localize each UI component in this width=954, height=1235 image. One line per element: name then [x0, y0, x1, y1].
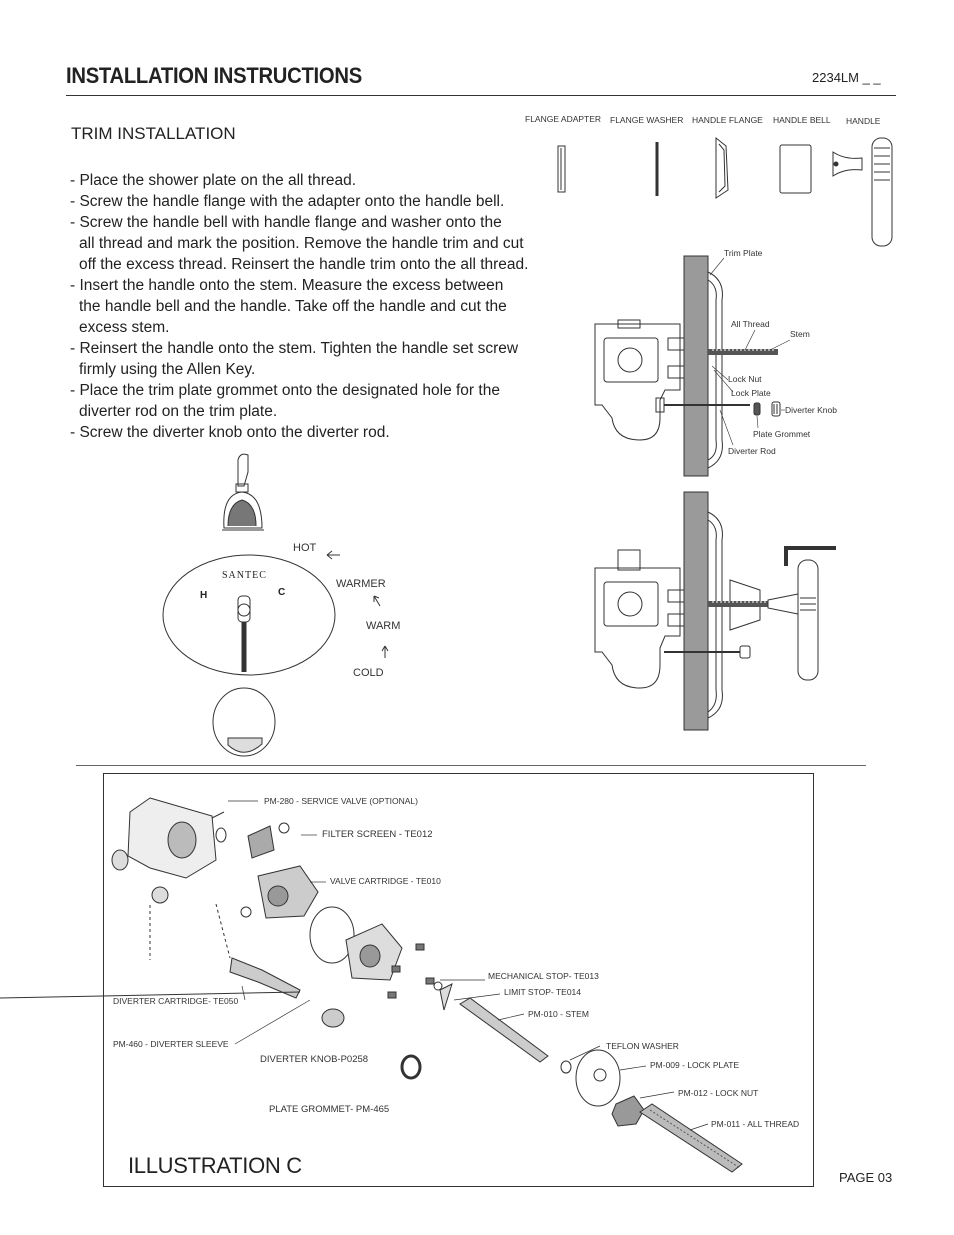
instruction-line: the handle bell and the handle. Take off… — [79, 298, 507, 315]
label-all-thread: PM-011 - ALL THREAD — [711, 1119, 800, 1129]
label-trim-plate: Trim Plate — [724, 248, 763, 258]
section-heading: TRIM INSTALLATION — [71, 124, 236, 143]
all-thread — [639, 1103, 743, 1173]
instruction-line: - Screw the diverter knob onto the diver… — [70, 424, 390, 441]
page-number: PAGE 03 — [839, 1170, 893, 1185]
stops — [433, 981, 453, 1011]
label-lock-nut: PM-012 - LOCK NUT — [678, 1088, 759, 1098]
label-teflon-washer: TEFLON WASHER — [606, 1041, 679, 1051]
flange-adapter-part — [557, 145, 566, 193]
instruction-line: all thread and mark the position. Remove… — [79, 235, 524, 252]
label-handle: HANDLE — [846, 116, 881, 126]
handle-flange-part — [715, 136, 729, 199]
leader-lines — [228, 800, 709, 1131]
page-title: INSTALLATION INSTRUCTIONS — [66, 63, 362, 88]
shower-head — [222, 453, 264, 531]
separator — [76, 765, 866, 766]
label-stem: Stem — [790, 329, 810, 339]
instruction-line: off the excess thread. Reinsert the hand… — [79, 256, 529, 273]
label-limit-stop: LIMIT STOP- TE014 — [504, 987, 582, 997]
plate-grommet — [400, 1054, 422, 1080]
tub-spout — [212, 687, 276, 757]
label-h: H — [200, 590, 208, 601]
label-lock-plate: Lock Plate — [731, 388, 771, 398]
label-lock-nut: Lock Nut — [728, 374, 762, 384]
label-warm: WARM — [366, 620, 401, 632]
label-plate-grommet: PLATE GROMMET- PM-465 — [269, 1104, 390, 1115]
diverter-knob — [321, 1008, 345, 1028]
section-view-1 — [594, 255, 791, 477]
o-ring — [309, 906, 355, 964]
instruction-line: diverter rod on the trim plate. — [79, 403, 278, 420]
label-all-thread: All Thread — [731, 319, 770, 329]
label-diverter-sleeve: PM-460 - DIVERTER SLEEVE — [113, 1039, 229, 1049]
instruction-list: - Place the shower plate on the all thre… — [70, 170, 540, 443]
label-cold: COLD — [353, 667, 384, 679]
valve-body — [111, 797, 227, 904]
label-plate-grommet: Plate Grommet — [753, 429, 811, 439]
instruction-line: - Place the trim plate grommet onto the … — [70, 382, 500, 399]
lock-nut — [611, 1095, 645, 1127]
direction-arrows — [326, 550, 389, 658]
label-flange-washer: FLANGE WASHER — [610, 115, 684, 125]
label-diverter-rod: Diverter Rod — [728, 446, 776, 456]
label-stem: PM-010 - STEM — [528, 1009, 589, 1019]
illustration-title: ILLUSTRATION C — [128, 1153, 302, 1178]
instruction-line: - Reinsert the handle onto the stem. Tig… — [70, 340, 519, 357]
instruction-line: - Insert the handle onto the stem. Measu… — [70, 277, 504, 294]
filter-screen — [247, 822, 290, 859]
label-diverter-knob: DIVERTER KNOB-P0258 — [260, 1054, 369, 1065]
instruction-line: - Place the shower plate on the all thre… — [70, 172, 357, 189]
lock-plate — [575, 1049, 621, 1107]
label-hot: HOT — [293, 542, 317, 554]
label-service-valve: PM-280 - SERVICE VALVE (OPTIONAL) — [264, 796, 418, 806]
section-view-2 — [594, 491, 836, 731]
label-handle-flange: HANDLE FLANGE — [692, 115, 763, 125]
label-mechanical-stop: MECHANICAL STOP- TE013 — [488, 971, 599, 981]
valve-cartridge — [240, 865, 319, 919]
diverter-cartridge — [0, 903, 301, 999]
handle-bell-part — [779, 144, 812, 194]
instruction-line: - Screw the handle bell with handle flan… — [70, 214, 502, 231]
label-flange-adapter: FLANGE ADAPTER — [525, 114, 602, 124]
illustration-box — [103, 773, 814, 1187]
valve-cap — [345, 923, 403, 981]
label-filter-screen: FILTER SCREEN - TE012 — [322, 829, 433, 840]
instruction-line: firmly using the Allen Key. — [79, 361, 256, 378]
brand-logo: SANTEC — [222, 570, 267, 581]
label-lock-plate: PM-009 - LOCK PLATE — [650, 1060, 740, 1070]
label-handle-bell: HANDLE BELL — [773, 115, 831, 125]
label-valve-cartridge: VALVE CARTRIDGE - TE010 — [330, 876, 441, 886]
teflon-washer — [560, 1060, 572, 1074]
instruction-line: - Screw the handle flange with the adapt… — [70, 193, 505, 210]
label-c: C — [278, 587, 286, 598]
stem — [459, 997, 549, 1063]
handle-part — [832, 137, 893, 247]
model-number: 2234LM _ _ — [812, 70, 881, 85]
trim-plate — [162, 554, 336, 676]
exploded-view — [0, 797, 743, 1173]
label-diverter-cartridge: DIVERTER CARTRIDGE- TE050 — [113, 996, 239, 1006]
label-warmer: WARMER — [336, 578, 386, 590]
header-rule — [66, 95, 896, 96]
label-diverter-knob: Diverter Knob — [785, 405, 837, 415]
instruction-line: excess stem. — [79, 319, 170, 336]
screws — [387, 943, 435, 999]
